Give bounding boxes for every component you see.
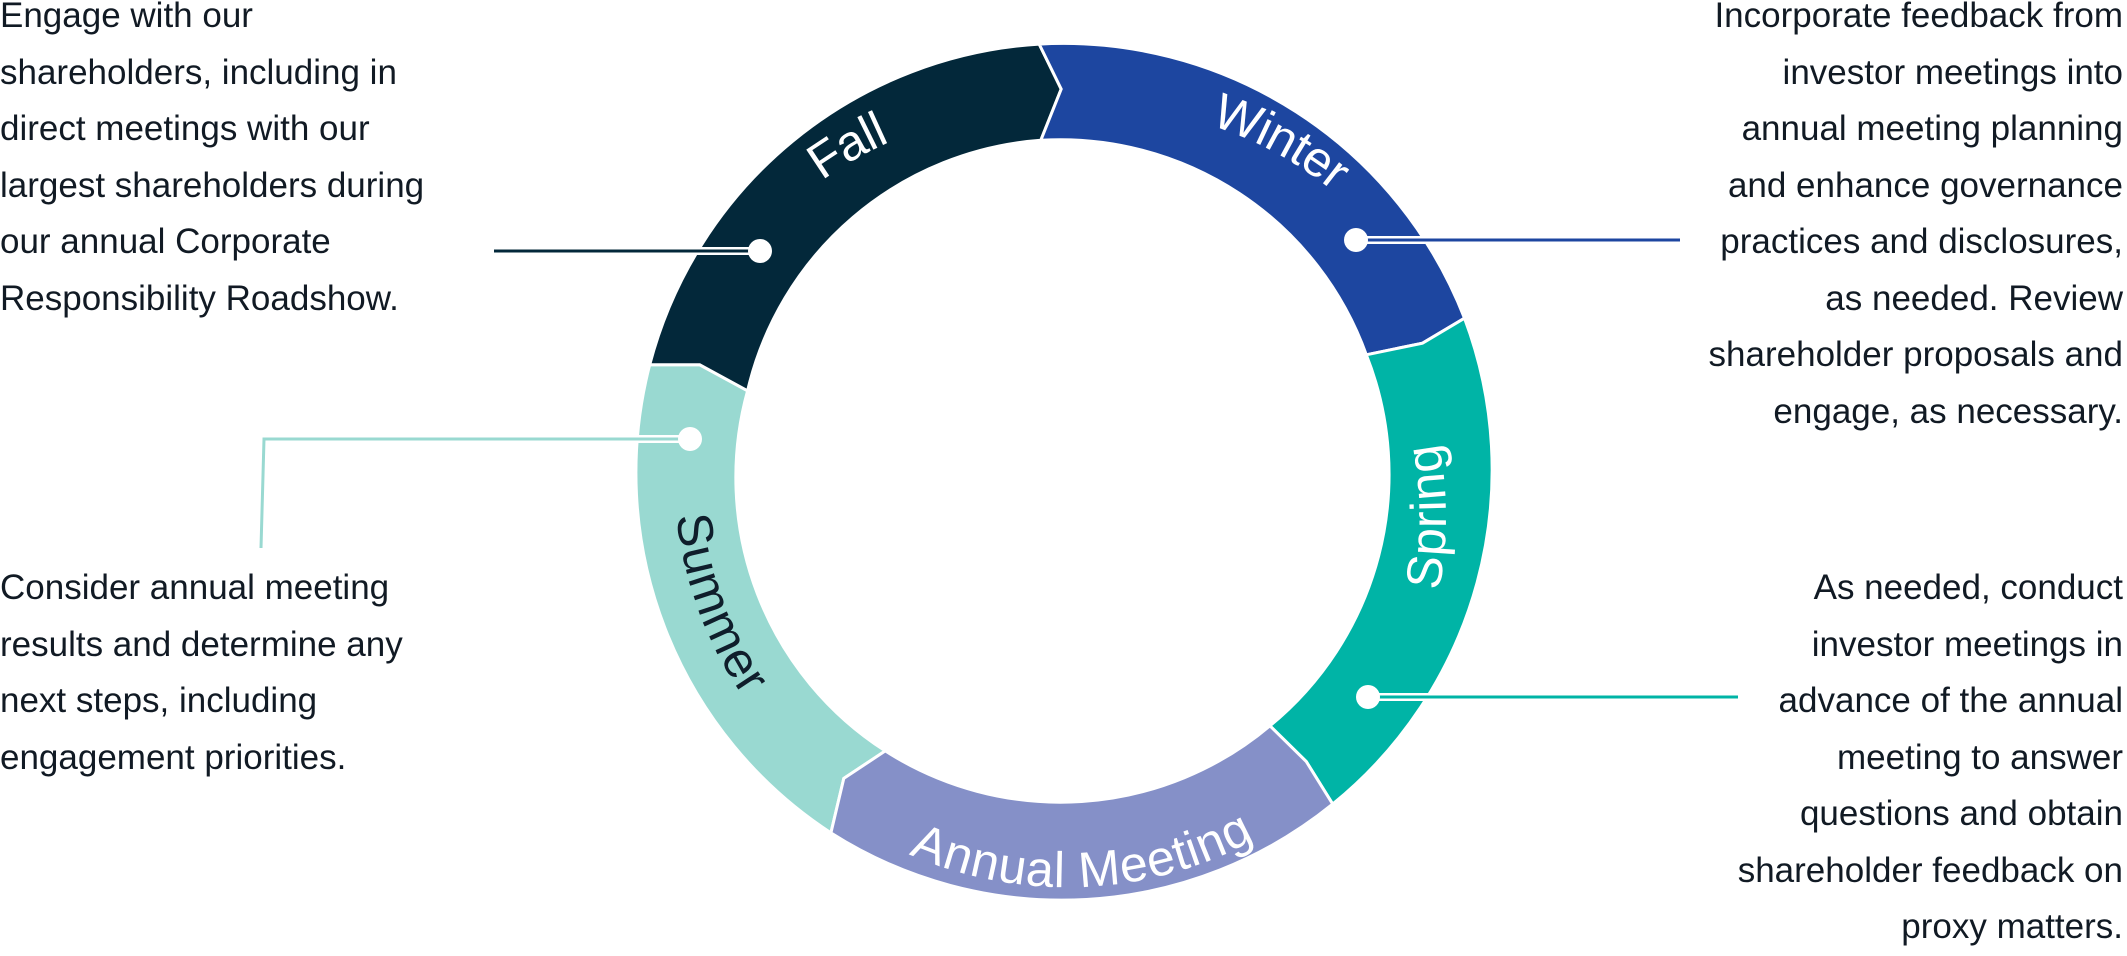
winter-segment — [1036, 41, 1467, 357]
winter-connector-dot — [1344, 228, 1368, 252]
fall-description-line: our annual Corporate — [0, 222, 331, 261]
summer-description: Consider annual meeting results and dete… — [0, 560, 460, 786]
fall-connector — [494, 239, 772, 263]
fall-description-line: Engage with our — [0, 0, 253, 35]
fall-description-line: Responsibility Roadshow. — [0, 278, 399, 318]
fall-description-line: largest shareholders during — [0, 165, 425, 205]
spring-segment — [1267, 315, 1494, 807]
spring-description: As needed, conduct investor meetings in … — [1683, 560, 2123, 956]
spring-label: Spring — [1395, 441, 1457, 592]
winter-description-line: Incorporate feedback from — [1714, 0, 2123, 35]
fall-description-line: direct meetings with our — [0, 109, 370, 148]
spring-description-line: meeting to answer — [1837, 737, 2123, 777]
spring-description-line: investor meetings in — [1811, 624, 2123, 664]
summer-description-line: engagement priorities. — [0, 737, 347, 777]
fall-description: Engage with our shareholders, including … — [0, 0, 470, 327]
winter-description-line: shareholder proposals and — [1708, 335, 2123, 374]
summer-connector — [257, 427, 702, 549]
spring-description-line: questions and obtain — [1799, 794, 2123, 833]
fall-connector-dot — [748, 239, 772, 263]
spring-label-text: Spring — [1395, 441, 1457, 592]
spring-description-line: proxy matters. — [1901, 907, 2123, 946]
spring-connector-dot — [1356, 685, 1380, 709]
winter-description: Incorporate feedback from investor meeti… — [1663, 0, 2123, 440]
annual-meeting-segment — [829, 723, 1335, 902]
spring-connector — [1356, 685, 1738, 709]
winter-description-line: practices and disclosures, — [1720, 222, 2123, 261]
summer-description-line: next steps, including — [0, 681, 318, 720]
spring-description-line: shareholder feedback on — [1737, 850, 2123, 890]
fall-segment — [647, 42, 1063, 394]
winter-description-line: investor meetings into — [1782, 52, 2123, 92]
winter-description-line: as needed. Review — [1825, 278, 2123, 318]
spring-description-line: advance of the annual — [1778, 681, 2123, 720]
spring-description-line: As needed, conduct — [1813, 568, 2123, 607]
summer-description-line: Consider annual meeting — [0, 568, 390, 607]
winter-description-line: annual meeting planning — [1741, 109, 2123, 148]
winter-description-line: and enhance governance — [1727, 165, 2123, 205]
winter-connector — [1344, 228, 1680, 252]
summer-connector-dot — [678, 427, 702, 451]
winter-description-line: engage, as necessary. — [1773, 391, 2123, 431]
fall-description-line: shareholders, including in — [0, 52, 397, 92]
summer-description-line: results and determine any — [0, 624, 403, 664]
